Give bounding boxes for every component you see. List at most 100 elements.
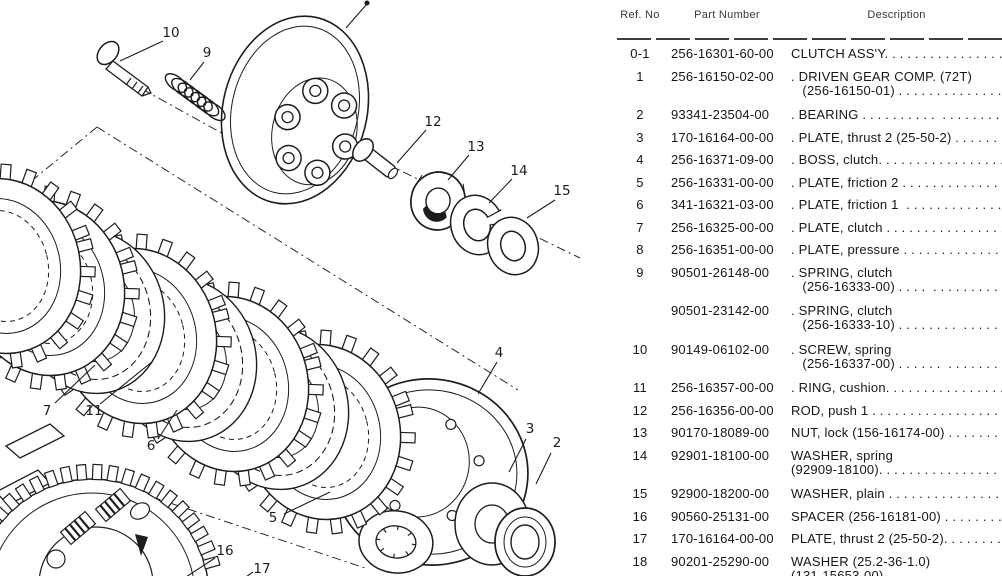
callout-label: 10: [162, 25, 179, 41]
clutch-plate-stack: [0, 163, 416, 535]
description-line: . RING, cushion. . . . . . . . . . . . .…: [791, 381, 1002, 395]
description-cell: WASHER (25.2-36-1.0)(131-15653-00): [791, 555, 1002, 576]
leader-line: [477, 361, 498, 395]
description-line: PLATE, thrust 2 (25-50-2). . . . . . . .…: [791, 532, 1002, 546]
description-line: ROD, push 1 . . . . . . . . . . . . . . …: [791, 403, 1002, 418]
description-cell: WASHER, plain . . . . . . . . . . . . . …: [791, 487, 1002, 501]
callout-label: 6: [147, 438, 156, 454]
description-line: SPACER (256-16181-00) . . . . . . . . . …: [791, 509, 1002, 524]
callout-label: 2: [553, 435, 562, 451]
gear-tooth: [134, 473, 151, 493]
spring-coil: [190, 91, 213, 112]
spring-post-hole: [339, 140, 352, 153]
table-row: 90501-23142-00. SPRING, clutch (256-1633…: [617, 304, 1002, 332]
table-row: 16 90560-25131-00 SPACER (256-16181-00) . …: [617, 508, 1002, 524]
callout-8-endpoint-dot: [364, 0, 370, 6]
part-number-cell: 90560-25131-00: [671, 508, 770, 524]
part-number-cell: 170-16164-00-00: [671, 531, 774, 546]
description-cell: ROD, push 1 . . . . . . . . . . . . . . …: [791, 404, 1002, 418]
part-number-cell: 93341-23504-00: [671, 107, 770, 122]
header-part-number: Part Number: [694, 9, 760, 21]
ref-no-cell: 8: [636, 242, 644, 257]
ref-no-cell: 14: [632, 447, 648, 463]
description-cell: . BOSS, clutch. . . . . . . . . . . . . …: [791, 153, 1002, 167]
description-cell: . SCREW, spring (256-16337-00) . . . . .…: [791, 343, 1002, 371]
exploded-parts-diagram: 810912131415711654321617: [0, 0, 581, 576]
part-number-cell: 90170-18089-00: [671, 425, 770, 440]
spring-coil: [196, 96, 220, 117]
description-line: (256-16333-10) . . . . . . . . . . . . .…: [791, 317, 1002, 332]
description-line: . PLATE, clutch . . . . . . . . . . . . …: [791, 220, 1002, 235]
damper-spring-hatch: [94, 487, 132, 523]
description-line: WASHER, spring: [791, 448, 894, 463]
description-line: (256-16337-00) . . . . . . . . . . . . .…: [791, 355, 1002, 371]
leader-line: [345, 4, 367, 29]
description-cell: . SPRING, clutch (256-16333-10) . . . . …: [791, 304, 1002, 332]
callout-label: 16: [216, 543, 233, 559]
leader-line: [526, 199, 556, 219]
callout-label: 12: [424, 114, 441, 130]
header-rule: [617, 38, 1002, 40]
gear-tooth: [75, 463, 88, 481]
ref-no-cell: 4: [636, 152, 644, 167]
part-number-cell: 170-16164-00-00: [671, 129, 774, 145]
ref-no-cell: 7: [636, 219, 644, 235]
gear-tooth: [59, 465, 73, 484]
driven-gear-part: [0, 463, 221, 576]
header-description: Description: [867, 9, 926, 21]
part-number-cell: 256-16351-00-00: [671, 242, 774, 257]
leader-line: [508, 438, 527, 473]
description-cell: . SPRING, clutch (256-16333-00) . . . . …: [791, 266, 1002, 294]
ref-no-cell: 15: [632, 486, 648, 501]
ref-no-cell: 17: [632, 531, 648, 546]
ref-no-cell: 5: [636, 174, 644, 190]
ref-no-cell: 13: [632, 425, 648, 440]
callout-label: 5: [269, 510, 278, 526]
description-line: . PLATE, thrust 2 (25-50-2) . . . . . . …: [791, 130, 1002, 145]
part-number-cell: 92900-18200-00: [671, 486, 770, 501]
callouts-group: 810912131415711654321617: [43, 4, 571, 576]
plate-wavy-edge: [216, 339, 336, 477]
description-line: . SPRING, clutch: [791, 265, 893, 280]
spring-post-hole: [337, 99, 351, 112]
description-line: . SPRING, clutch: [791, 304, 893, 318]
part-number-cell: 256-16356-00-00: [671, 402, 774, 418]
spring-coil: [183, 87, 207, 108]
description-cell: SPACER (256-16181-00) . . . . . . . . . …: [791, 510, 1002, 524]
leader-line: [283, 491, 331, 515]
ref-no-cell: [617, 304, 663, 332]
description-cell: . PLATE, thrust 2 (25-50-2) . . . . . . …: [791, 131, 1002, 145]
description-line: . PLATE, pressure . . . . . . . . . . . …: [791, 243, 999, 257]
description-line: (256-16150-01) . . . . . . . . . . . . .…: [802, 82, 1002, 98]
description-cell: . RING, cushion. . . . . . . . . . . . .…: [791, 381, 1002, 395]
spring-post-hole: [282, 151, 295, 165]
description-cell: . BEARING . . . . . . . . . . . . . . . …: [791, 108, 1002, 122]
ref-no-cell: 16: [632, 508, 648, 524]
part-number-cell: 90501-26148-00: [671, 264, 770, 280]
leader-line: [535, 452, 552, 485]
spring-coil: [177, 82, 201, 103]
friction-plate-part: [0, 163, 96, 369]
part-number-cell: 256-16357-00-00: [671, 380, 774, 395]
description-cell: PLATE, thrust 2 (25-50-2). . . . . . . .…: [791, 532, 1002, 546]
leader-line: [186, 557, 216, 576]
description-line: . BEARING . . . . . . . . . . . . . . . …: [791, 108, 1000, 122]
damper-spring-hatch: [59, 510, 97, 546]
ref-no-cell: 12: [632, 402, 648, 418]
bearing-part: [494, 507, 556, 576]
header-ref-no: Ref. No: [620, 9, 660, 21]
leader-line: [246, 571, 254, 576]
leader-line: [396, 129, 427, 164]
pressure-plate-part: [220, 15, 370, 205]
gear-tooth: [14, 483, 33, 503]
plain-washer-part: [486, 216, 540, 276]
table-row: 15 92900-18200-00 WASHER, plain . . . . . …: [617, 487, 1002, 501]
description-cell: . PLATE, friction 1 . . . . . . . . . . …: [791, 198, 1002, 212]
table-row: 8 256-16351-00-00 . PLATE, pressure . . . …: [617, 243, 1002, 257]
